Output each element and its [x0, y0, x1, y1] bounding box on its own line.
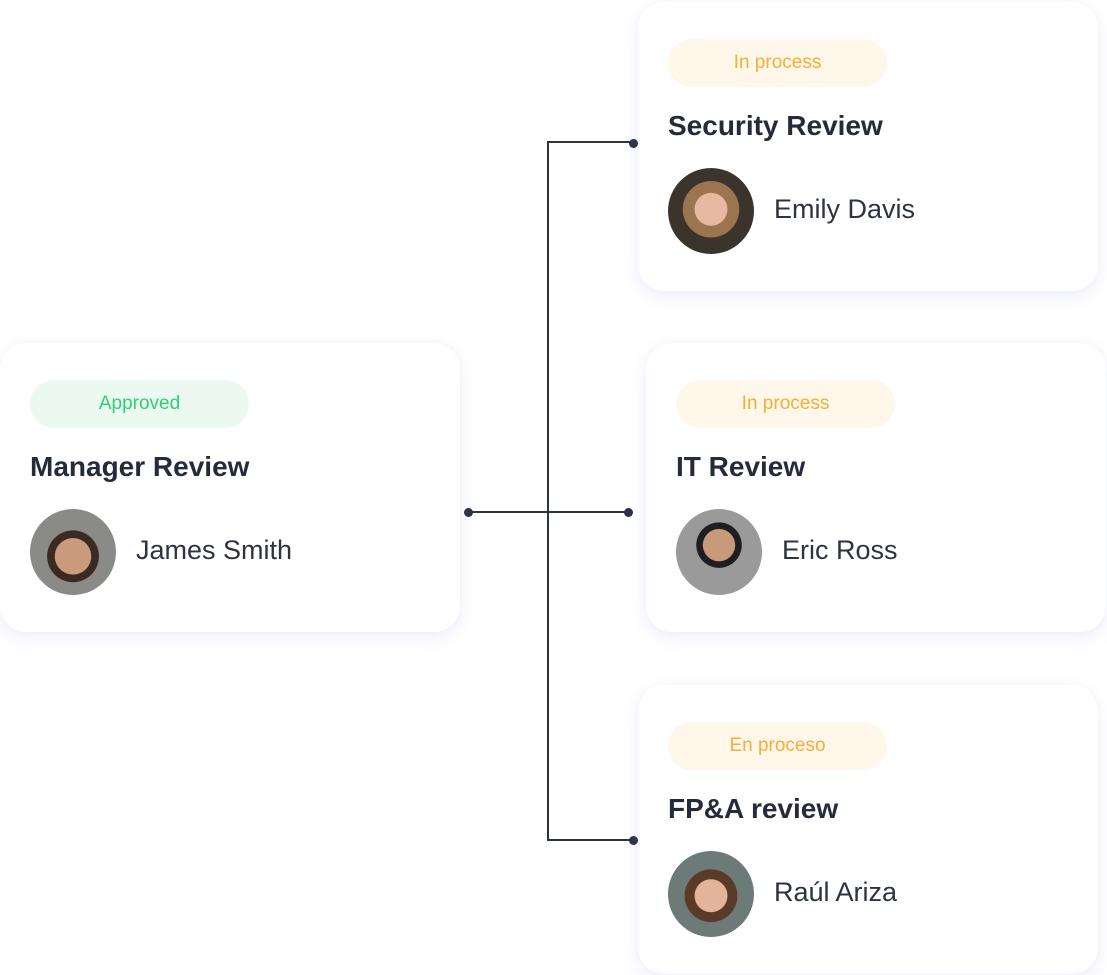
card-title: FP&A review	[668, 793, 839, 824]
status-badge: En proceso	[668, 722, 887, 770]
person-name: Eric Ross	[782, 535, 898, 565]
avatar	[668, 851, 754, 937]
card-manager-review[interactable]: Approved Manager Review James Smith	[0, 343, 460, 632]
connector-bottom	[548, 839, 633, 841]
person-name: Emily Davis	[774, 194, 916, 224]
connector-dot	[629, 836, 638, 845]
card-security-review[interactable]: In process Security Review Emily Davis	[638, 2, 1098, 291]
connector-dot	[624, 508, 633, 517]
avatar	[30, 509, 116, 595]
card-title: Manager Review	[30, 451, 250, 482]
card-title: IT Review	[676, 451, 806, 482]
person-name: James Smith	[136, 535, 293, 565]
status-badge: In process	[668, 39, 887, 87]
card-fpa-review[interactable]: En proceso FP&A review Raúl Ariza	[638, 685, 1098, 974]
avatar	[668, 168, 754, 254]
connector-main	[468, 511, 628, 513]
person-name: Raúl Ariza	[774, 877, 898, 907]
status-badge: In process	[676, 380, 895, 428]
connector-top	[548, 141, 633, 143]
avatar	[676, 509, 762, 595]
card-it-review[interactable]: In process IT Review Eric Ross	[646, 343, 1106, 632]
connector-dot	[464, 508, 473, 517]
connector-trunk	[547, 141, 549, 841]
card-title: Security Review	[668, 110, 883, 141]
connector-dot	[629, 139, 638, 148]
status-badge: Approved	[30, 380, 249, 428]
